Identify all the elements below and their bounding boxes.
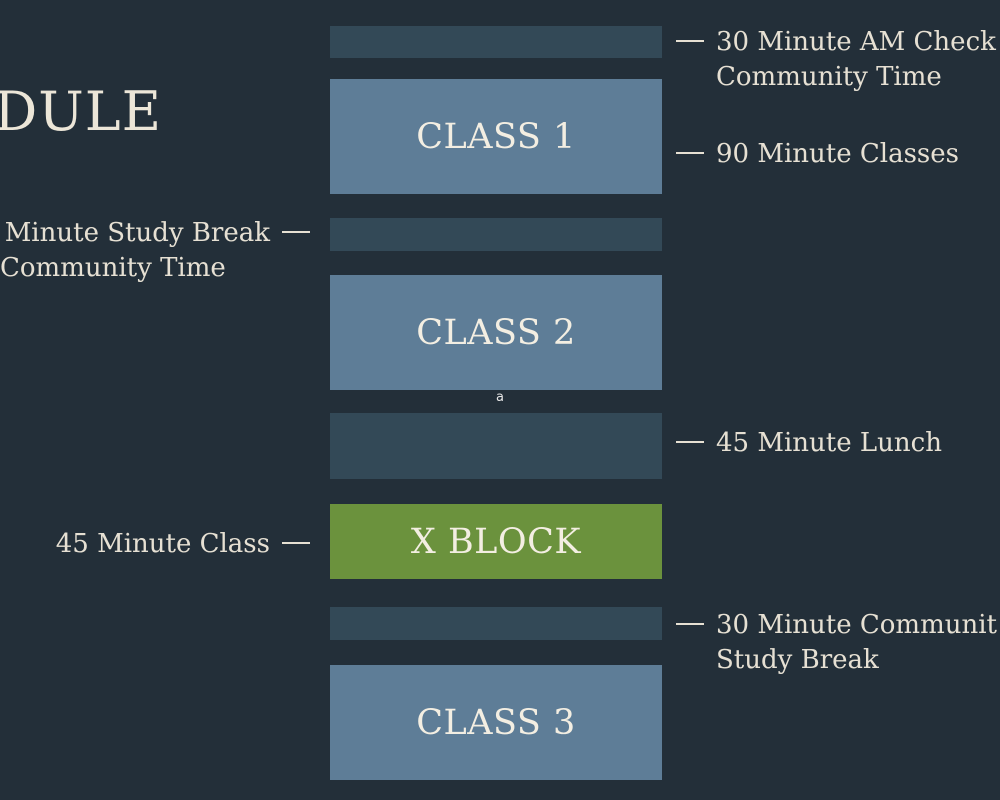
class-1-label: CLASS 1 [416, 116, 576, 157]
class-2-label: CLASS 2 [416, 312, 576, 353]
study-break-band [330, 218, 662, 251]
center-mark: a [496, 390, 504, 405]
study-break-note-row1: Minute Study Break [5, 216, 310, 251]
dash-icon [282, 231, 310, 233]
schedule-heading: DULE [0, 80, 163, 143]
am-check-note-line1: 30 Minute AM Check [716, 27, 996, 57]
dash-icon [676, 40, 704, 42]
lunch-note: 45 Minute Lunch [676, 426, 942, 461]
lunch-band [330, 413, 662, 479]
community-band [330, 607, 662, 640]
community-note-line1: 30 Minute Communit [716, 610, 997, 640]
am-check-note: 30 Minute AM Check Community Time [676, 25, 996, 95]
am-check-note-line2: Community Time [716, 62, 942, 92]
x-block-note-text: 45 Minute Class [55, 529, 270, 559]
community-note-line2: Study Break [716, 645, 879, 675]
dash-icon [676, 441, 704, 443]
am-check-band [330, 26, 662, 58]
x-block-label: X BLOCK [410, 521, 582, 562]
study-break-note: Minute Study Break [5, 216, 310, 251]
x-block-note: 45 Minute Class [56, 527, 310, 562]
dash-icon [282, 542, 310, 544]
study-break-note-second: Community Time [0, 251, 226, 286]
study-break-note-line2: Community Time [0, 253, 226, 283]
dash-icon [676, 152, 704, 154]
class-2-block: CLASS 2 [330, 275, 662, 390]
study-break-note-line1: Minute Study Break [4, 218, 270, 248]
dash-icon [676, 623, 704, 625]
classes-note-text: 90 Minute Classes [716, 139, 960, 169]
class-3-block: CLASS 3 [330, 665, 662, 780]
class-1-block: CLASS 1 [330, 79, 662, 194]
community-note: 30 Minute Communit Study Break [676, 608, 997, 678]
class-3-label: CLASS 3 [416, 702, 576, 743]
x-block: X BLOCK [330, 504, 662, 579]
classes-note: 90 Minute Classes [676, 137, 959, 172]
lunch-note-text: 45 Minute Lunch [716, 428, 942, 458]
